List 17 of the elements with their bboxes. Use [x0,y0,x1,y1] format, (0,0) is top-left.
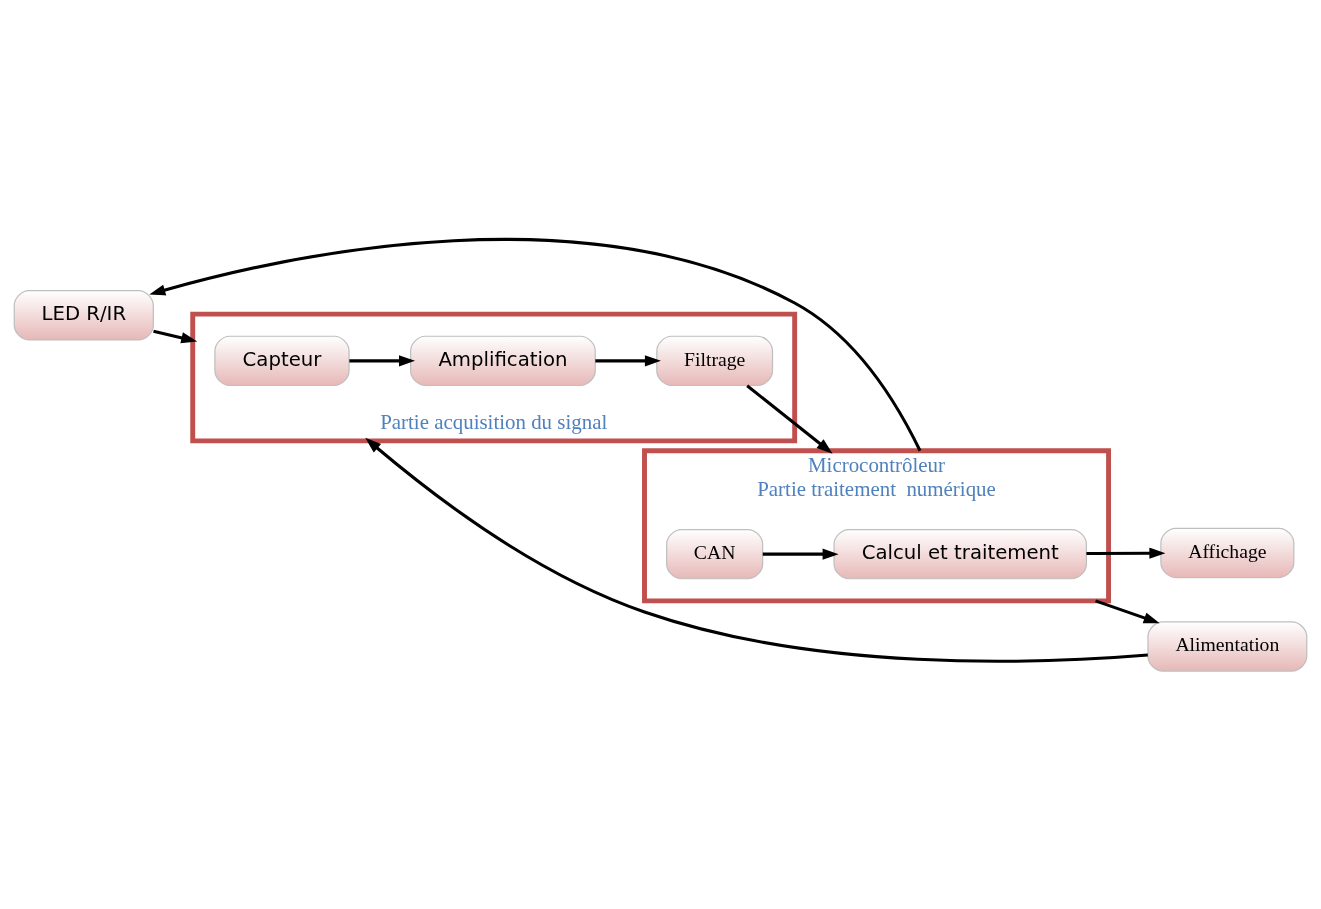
node-box: Affichage [1160,527,1295,578]
node-box: LED R/IR [13,289,154,341]
arrow [153,329,198,343]
arrow [1095,598,1160,623]
arrow [595,354,661,366]
arrow [1086,547,1166,559]
node-box: Alimentation [1147,620,1308,672]
node-box: CAN [666,528,764,579]
node-box: Capteur [214,335,350,386]
arrow [349,354,416,366]
arrow [149,237,922,451]
node-box: Filtrage [656,335,774,386]
arrow [746,384,833,454]
arrow [762,548,839,560]
node-box: Amplification [410,335,596,386]
node-box: Calcul et traitement [833,528,1088,579]
arrow [365,437,1148,663]
